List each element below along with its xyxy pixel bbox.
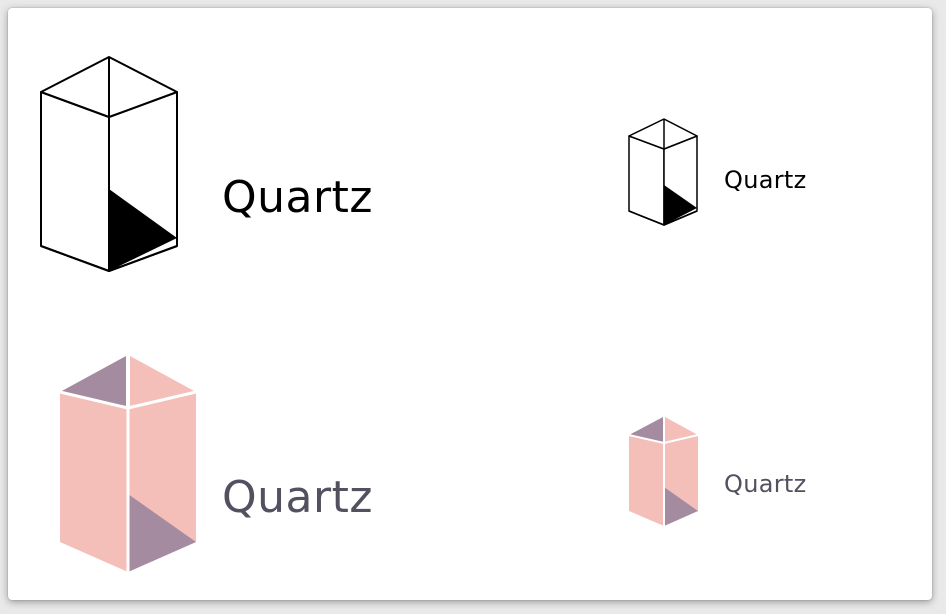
wordmark-color-small: Quartz bbox=[724, 470, 807, 498]
crystal-outline-logo-small bbox=[628, 118, 698, 228]
wordmark-outline-small: Quartz bbox=[724, 166, 807, 194]
crystal-color-logo-large bbox=[58, 354, 200, 576]
crystal-color-logo-small bbox=[628, 416, 700, 528]
crystal-outline-logo-large bbox=[40, 56, 180, 276]
wordmark-outline-large: Quartz bbox=[222, 172, 373, 223]
logo-sheet: Quartz Quartz Quartz bbox=[8, 8, 932, 600]
wordmark-color-large: Quartz bbox=[222, 472, 373, 523]
